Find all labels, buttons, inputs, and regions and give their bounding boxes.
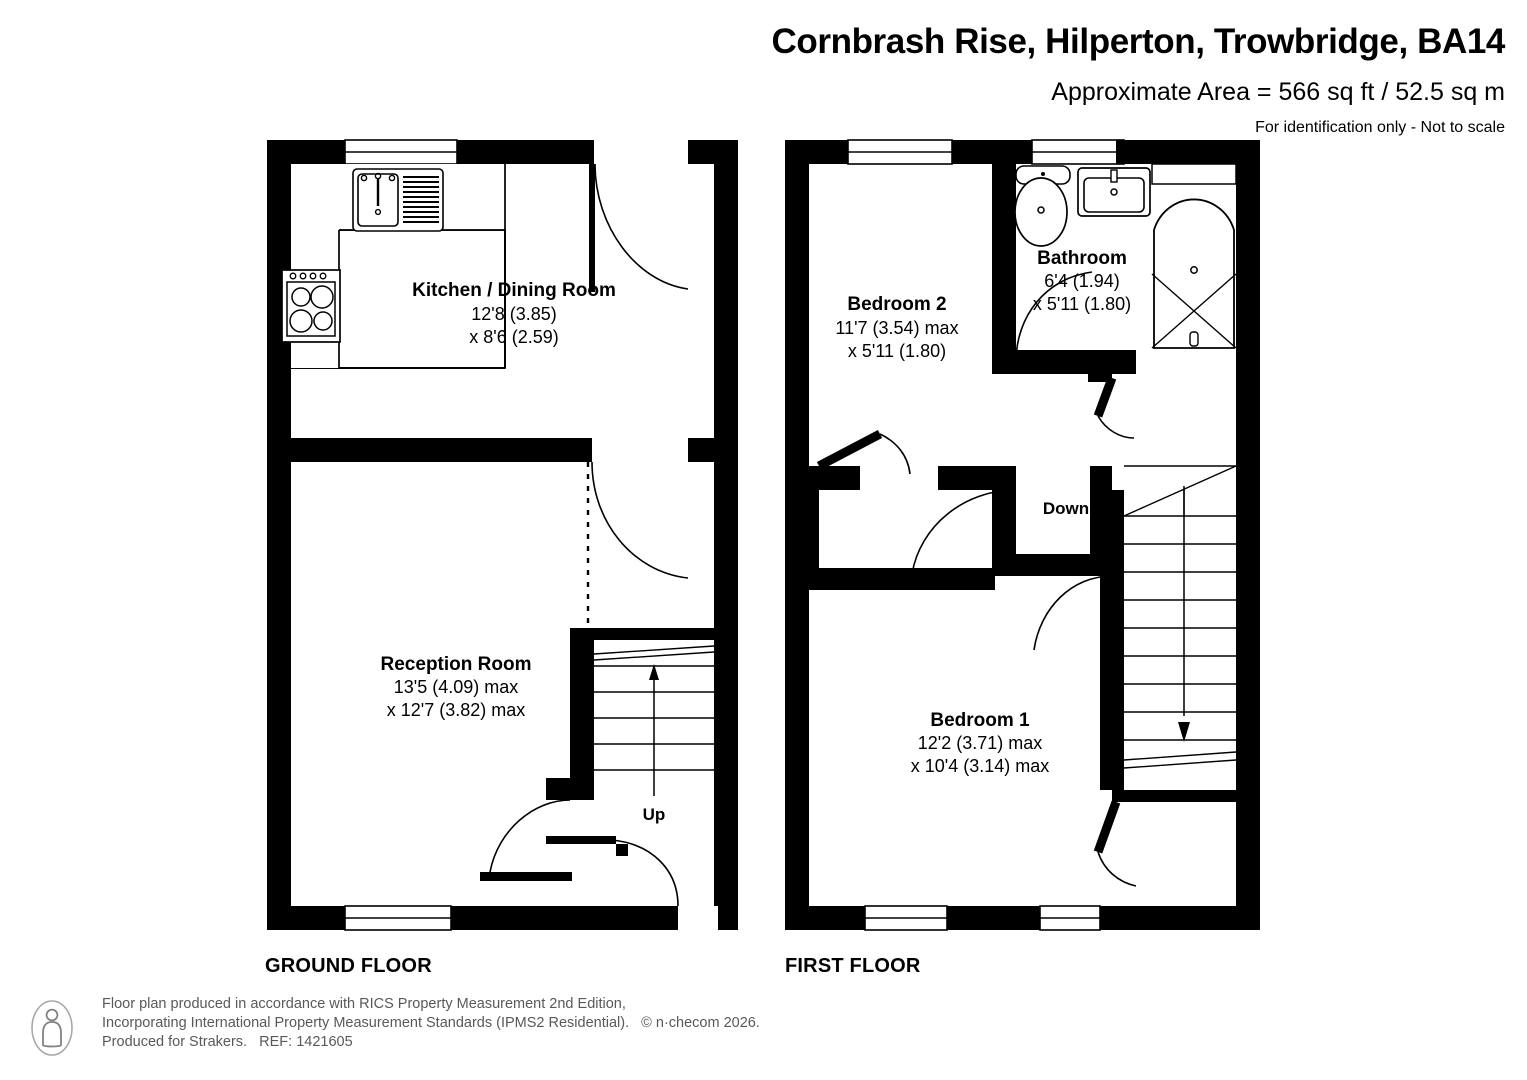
airing-cupboard-door <box>816 430 911 475</box>
room-label-bathroom: Bathroom <box>1037 248 1127 269</box>
footer-line-1: Floor plan produced in accordance with R… <box>102 996 626 1012</box>
stair-up-label: Up <box>643 805 666 824</box>
hall-door <box>480 799 572 881</box>
scale-disclaimer: For identification only - Not to scale <box>1255 119 1505 136</box>
room-dim2-kitchen: x 8'6 (2.59) <box>469 327 558 347</box>
bathtub-icon <box>1151 163 1237 349</box>
stair-down-label: Down <box>1043 499 1089 518</box>
room-dim1-bathroom: 6'4 (1.94) <box>1044 271 1119 291</box>
back-door-swing <box>594 163 689 290</box>
bedroom1-door-landing <box>1033 575 1113 651</box>
room-label-bedroom1: Bedroom 1 <box>930 710 1030 731</box>
bathroom-door <box>1015 271 1093 363</box>
sink-icon <box>352 168 444 232</box>
bedroom2-door <box>911 489 1017 575</box>
stair-wall-top <box>570 628 714 640</box>
room-dim2-bedroom1: x 10'4 (3.14) max <box>911 756 1050 776</box>
bathroom-wall-left <box>992 140 1016 362</box>
room-dim2-reception: x 12'7 (3.82) max <box>387 700 526 720</box>
washbasin-icon <box>1077 167 1151 217</box>
front-door <box>546 836 679 907</box>
first-floor-label: FIRST FLOOR <box>785 955 921 977</box>
room-label-kitchen: Kitchen / Dining Room <box>412 280 616 301</box>
footer-text: Floor plan produced in accordance with R… <box>102 995 760 1052</box>
hob-icon <box>281 269 341 343</box>
ground-floor-label: GROUND FLOOR <box>265 955 432 977</box>
kitchen-door-swing <box>591 461 689 579</box>
staircase-up <box>593 640 715 798</box>
first-floor-plan: Down Bedroom 2 11'7 (3.54) max x 5'11 (1… <box>785 139 1260 931</box>
plan-header: Cornbrash Rise, Hilperton, Trowbridge, B… <box>0 0 1506 137</box>
staircase-down <box>1123 465 1237 790</box>
stair-wall <box>1100 490 1124 790</box>
landing-door <box>1093 376 1135 439</box>
bedroom1-door <box>1093 800 1137 887</box>
footer-line-3: Produced for Strakers. REF: 1421605 <box>102 1034 353 1050</box>
room-dim2-bedroom2: x 5'11 (1.80) <box>848 341 946 361</box>
floor-plans-container: Up Kitchen / Dining Room 12'8 (3.85) x 8… <box>0 130 1527 970</box>
ground-floor-plan: Up Kitchen / Dining Room 12'8 (3.85) x 8… <box>267 139 738 931</box>
footer-line-2: Incorporating International Property Mea… <box>102 1015 760 1031</box>
approximate-area: Approximate Area = 566 sq ft / 52.5 sq m <box>1051 78 1505 106</box>
stair-wall-left <box>570 638 594 798</box>
room-dim2-bathroom: x 5'11 (1.80) <box>1033 294 1131 314</box>
room-dim1-bedroom1: 12'2 (3.71) max <box>918 733 1043 753</box>
person-icon <box>31 1000 73 1056</box>
bathroom-wall-bottom <box>992 350 1136 374</box>
room-dim1-bedroom2: 11'7 (3.54) max <box>835 318 958 338</box>
page-title: Cornbrash Rise, Hilperton, Trowbridge, B… <box>771 22 1506 61</box>
toilet-icon <box>1014 165 1071 247</box>
room-dim1-kitchen: 12'8 (3.85) <box>471 304 557 324</box>
room-dim1-reception: 13'5 (4.09) max <box>394 677 519 697</box>
back-door-leaf <box>589 164 595 292</box>
stair-wall-foot <box>546 778 594 800</box>
footer: Floor plan produced in accordance with R… <box>30 995 760 1075</box>
room-label-bedroom2: Bedroom 2 <box>847 294 946 315</box>
room-label-reception: Reception Room <box>381 654 532 675</box>
